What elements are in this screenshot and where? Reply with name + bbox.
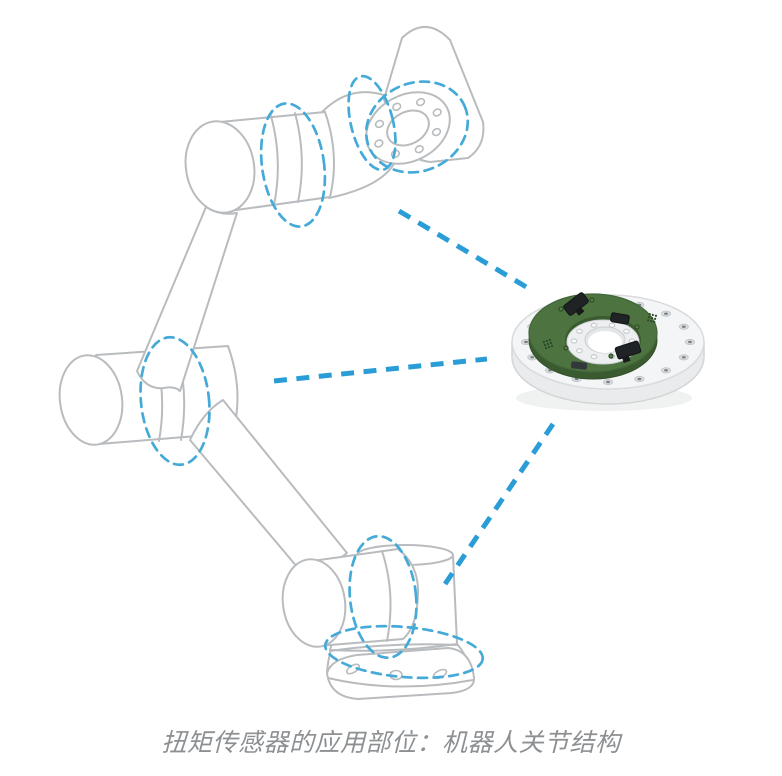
- flange-face: [365, 91, 451, 165]
- caption: 扭矩传感器的应用部位：机器人关节结构: [161, 729, 621, 757]
- joint-highlight-wrist: [347, 74, 397, 172]
- joint-highlight-shoulder: [348, 534, 418, 660]
- robot-arm-line-drawing: [58, 26, 485, 700]
- torque-sensor-photo: [511, 292, 705, 411]
- sensor-center-hole: [584, 326, 626, 354]
- sensor-connectors: [563, 292, 642, 370]
- joint-highlight-flange: [364, 80, 470, 174]
- callout-lines: [273, 208, 556, 592]
- callout-line-base: [438, 422, 556, 592]
- robot-wrist-flange: [365, 26, 485, 165]
- joint-highlight-base: [323, 624, 485, 680]
- robot-upper-arm-joint: [184, 91, 400, 214]
- joint-highlight-elbow: [139, 335, 211, 467]
- joint-highlight-upper-arm: [259, 102, 327, 228]
- robot-link-lower: [189, 399, 348, 569]
- robot-shoulder-joint: [281, 548, 420, 648]
- callout-line-wrist: [397, 208, 530, 291]
- callout-line-elbow: [273, 356, 488, 384]
- sensor-vent-dots: [542, 297, 658, 359]
- joint-highlights: [139, 74, 485, 680]
